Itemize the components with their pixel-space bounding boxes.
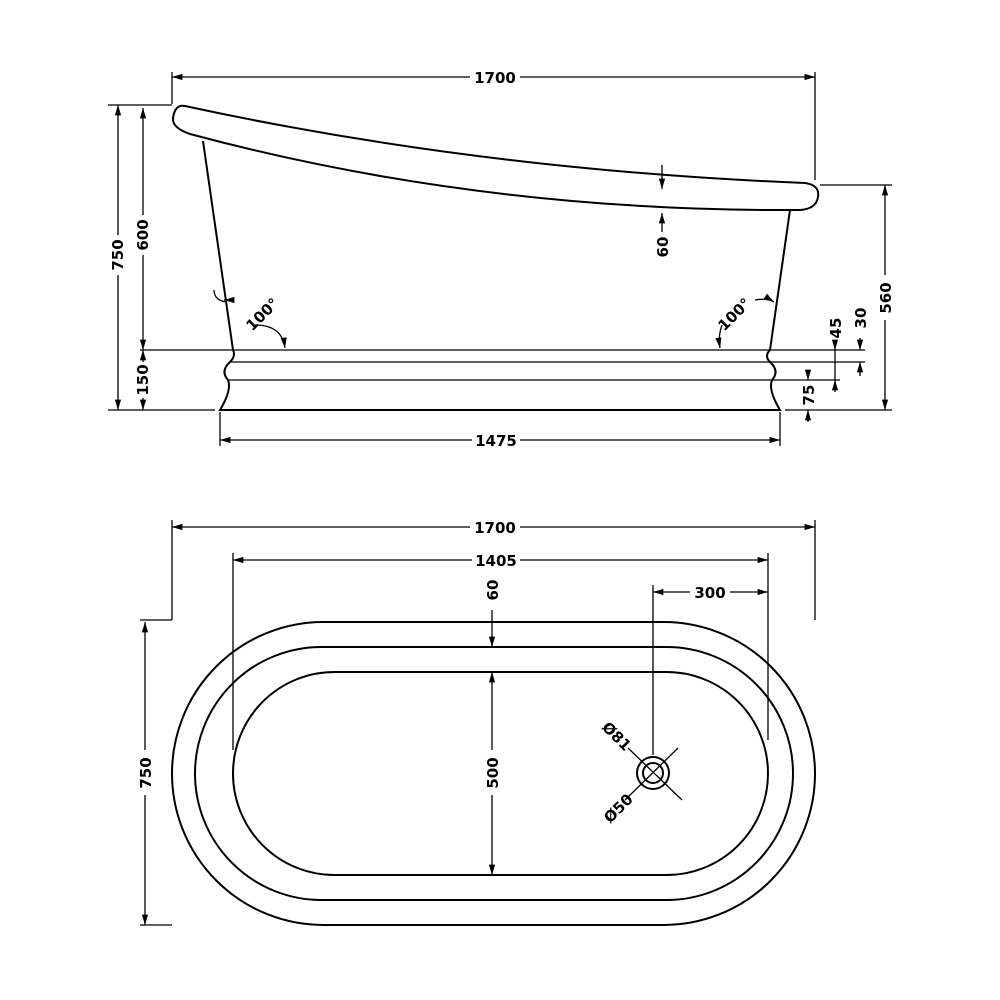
inner-rim-outline — [194, 646, 794, 901]
basin-outline — [232, 671, 769, 876]
dim-lower-plinth: 75 — [800, 385, 818, 406]
dim-top-band: 30 — [852, 308, 870, 329]
dim-body-height: 600 — [134, 219, 152, 250]
waste-outlet-icon — [624, 747, 683, 801]
dim-plinth-height: 150 — [134, 364, 152, 395]
dim-right-angle: 100° — [714, 294, 754, 334]
dim-base-length: 1475 — [475, 432, 517, 450]
dim-overall-height: 750 — [109, 239, 127, 270]
dim-waste-offset: 300 — [694, 584, 725, 602]
dim-inner-width: 500 — [484, 757, 502, 788]
dim-foot-end-height: 560 — [877, 282, 895, 313]
dim-waste-inner-dia: Ø50 — [600, 790, 637, 827]
dim-rim-width: 60 — [484, 580, 502, 601]
tub-body-left-side — [202, 140, 234, 351]
side-view: 1700 750 600 150 60 100° 100° 560 — [108, 69, 895, 450]
dim-overall-width: 750 — [137, 757, 155, 788]
dim-overall-length: 1700 — [474, 69, 516, 87]
dim-plan-overall-length: 1700 — [474, 519, 516, 537]
dim-inner-length: 1405 — [475, 552, 517, 570]
dim-rim-thickness: 60 — [654, 237, 672, 258]
dim-roll-height: 45 — [827, 318, 845, 339]
outer-rim-outline — [171, 621, 816, 926]
plan-view: 1700 1405 300 60 500 750 Ø81 — [137, 519, 816, 926]
dim-left-angle: 100° — [242, 294, 282, 334]
tub-rim — [171, 104, 820, 212]
tub-body-right-side — [769, 209, 791, 351]
